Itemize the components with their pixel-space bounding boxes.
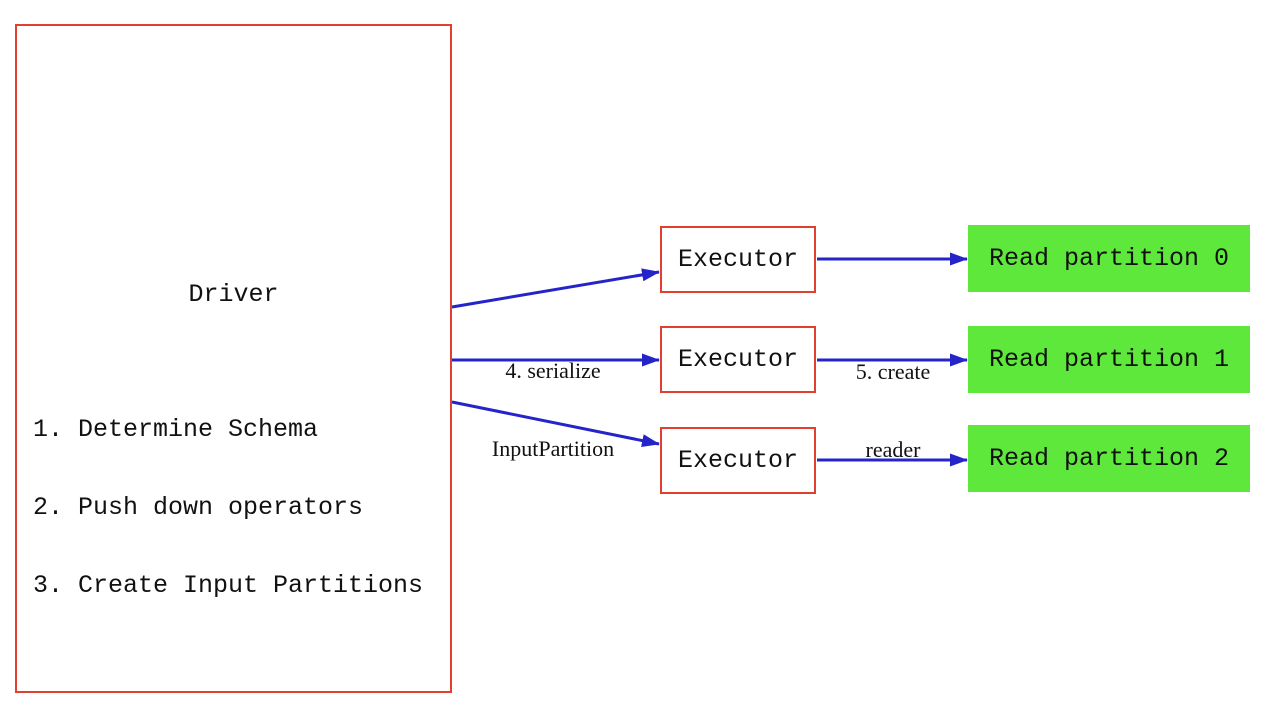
edge-label-line: reader [865, 437, 921, 462]
read-partition-box-0: Read partition 0 [968, 225, 1250, 292]
read-partition-label: Read partition 1 [988, 345, 1230, 374]
edge-label-line: 5. create [855, 359, 931, 384]
driver-title: Driver [188, 280, 279, 309]
driver-step: 3. Create Input Partitions [33, 571, 424, 600]
read-partition-box-1: Read partition 1 [968, 326, 1250, 393]
edge-label-create-reader: 5. create reader [818, 307, 968, 515]
executor-box-1: Executor [660, 226, 816, 293]
edge-label-line: 4. serialize [505, 358, 601, 383]
arrow-driver-to-executor-1 [451, 268, 660, 309]
executor-label: Executor [677, 345, 799, 374]
executor-box-3: Executor [660, 427, 816, 494]
executor-label: Executor [677, 446, 799, 475]
driver-step: 1. Determine Schema [33, 415, 319, 444]
driver-steps-list: 1. Determine Schema 2. Push down operato… [33, 365, 423, 651]
read-partition-label: Read partition 0 [988, 244, 1230, 273]
read-partition-box-2: Read partition 2 [968, 425, 1250, 492]
executor-label: Executor [677, 245, 799, 274]
executor-box-2: Executor [660, 326, 816, 393]
driver-box: Driver 1. Determine Schema 2. Push down … [15, 24, 452, 693]
edge-label-serialize-inputpartition: 4. serialize InputPartition [453, 306, 653, 514]
edge-label-line: InputPartition [491, 436, 615, 461]
driver-step: 2. Push down operators [33, 493, 364, 522]
read-partition-label: Read partition 2 [988, 444, 1230, 473]
